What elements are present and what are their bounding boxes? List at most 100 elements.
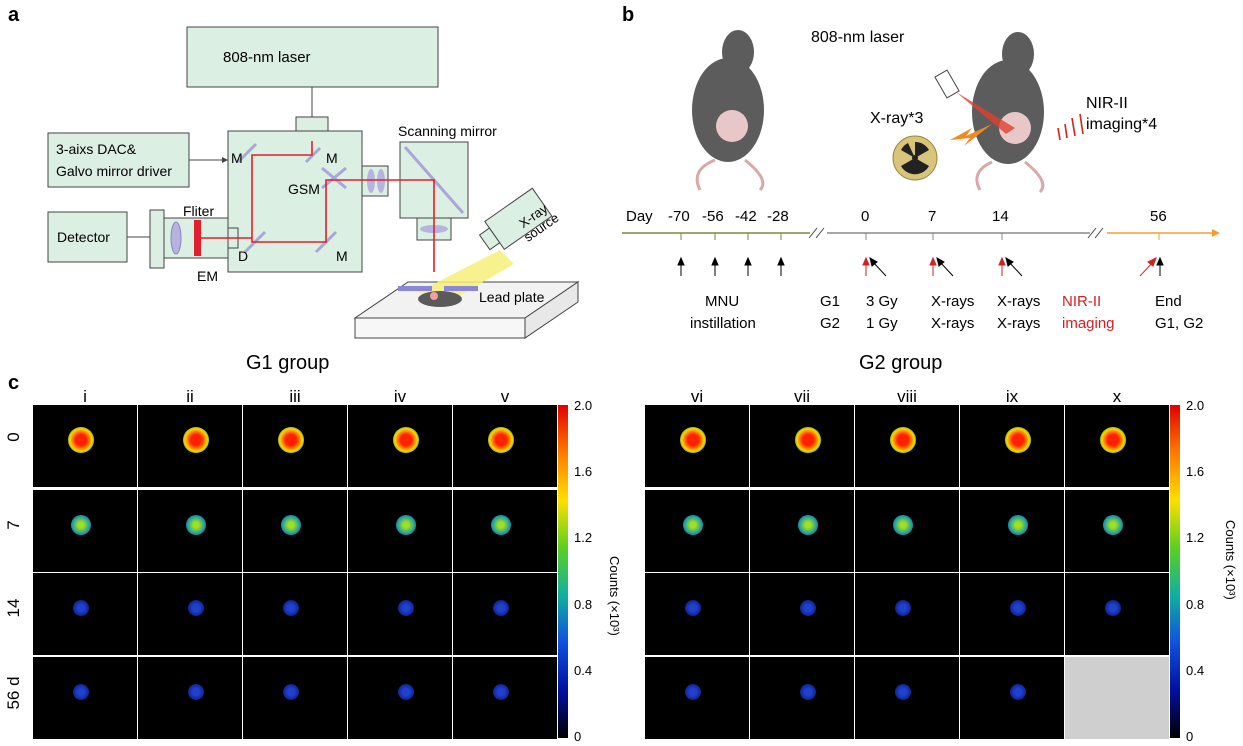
g2-image-r3-c2 [855, 657, 959, 739]
tick-label-m70: -70 [668, 208, 690, 225]
signal-spot [281, 515, 301, 535]
signal-spot [488, 427, 514, 453]
tick-label-56: 56 [1150, 208, 1167, 225]
mirror-label-3: M [336, 248, 348, 264]
g2-image-r0-c2 [855, 405, 959, 487]
signal-spot [795, 427, 821, 453]
tick-label-7: 7 [928, 208, 937, 225]
col-label-vi: vi [690, 387, 704, 406]
end-label-1: End [1155, 293, 1182, 310]
g1-cb-tick-4: 0.4 [574, 663, 593, 678]
g2-image-r3-c1 [750, 657, 854, 739]
signal-spot [68, 427, 94, 453]
signal-spot [890, 427, 916, 453]
tick-label-m28: -28 [767, 208, 789, 225]
signal-spot [493, 684, 509, 700]
g2-image-r2-c4 [1065, 573, 1169, 655]
g2-image-r0-c1 [750, 405, 854, 487]
g1-label: G1 [820, 293, 841, 310]
g1-image-r2-c2 [243, 573, 347, 655]
col-label-v: v [500, 387, 510, 406]
mouse-illustration-right [934, 32, 1045, 194]
col-label-x: x [1112, 387, 1122, 406]
row-label-14: 14 [4, 598, 23, 618]
end-label-2: G1, G2 [1155, 315, 1204, 332]
g2-image-r1-c4 [1065, 490, 1169, 572]
tick-label-14: 14 [992, 208, 1009, 225]
panel-a-diagram [47, 26, 580, 339]
g1-cb-tick-0: 2.0 [574, 398, 593, 413]
signal-spot [683, 515, 703, 535]
g1-image-r1-c0 [33, 490, 137, 572]
signal-spot [71, 515, 91, 535]
panel-b-letter: b [622, 4, 635, 26]
signal-spot [73, 684, 89, 700]
g2-cb-label: Counts (×10³) [1223, 520, 1238, 600]
g1-group-title: G1 group [246, 352, 330, 374]
signal-spot [1103, 515, 1123, 535]
g2-cb-tick-4: 0.4 [1186, 663, 1205, 678]
col-label-vii: vii [793, 387, 811, 406]
b-laser-label: 808-nm laser [811, 29, 905, 46]
g2-image-r2-c0 [645, 573, 749, 655]
signal-spot [188, 600, 204, 616]
radiation-icon [892, 135, 938, 181]
signal-spot [680, 427, 706, 453]
g2-image-r2-c3 [960, 573, 1064, 655]
nir-imaging-label-2: imaging [1062, 315, 1115, 332]
g1-cb-tick-5: 0 [574, 729, 582, 744]
signal-spot [186, 515, 206, 535]
g1-image-r3-c2 [243, 657, 347, 739]
scanning-mirror-label: Scanning mirror [398, 123, 497, 139]
mirror-label-2: M [326, 150, 338, 166]
g1-image-r0-c1 [138, 405, 242, 487]
signal-spot [283, 684, 299, 700]
g1-cb-tick-2: 1.2 [574, 530, 593, 545]
signal-spot [1010, 600, 1026, 616]
g2-group-title: G2 group [859, 352, 943, 374]
g1-image-r0-c3 [348, 405, 452, 487]
col-label-iii: iii [289, 387, 301, 406]
g1-image-r3-c1 [138, 657, 242, 739]
signal-spot [73, 600, 89, 616]
col-label-viii: viii [897, 387, 917, 406]
g2-image-r1-c0 [645, 490, 749, 572]
tick-label-0: 0 [861, 208, 870, 225]
g2-label: G2 [820, 315, 841, 332]
g1-image-r2-c4 [453, 573, 557, 655]
em-label: EM [197, 268, 218, 284]
signal-spot [278, 427, 304, 453]
signal-spot [396, 515, 416, 535]
g2-image-r1-c1 [750, 490, 854, 572]
signal-spot [188, 684, 204, 700]
panel-b-diagram [622, 30, 1220, 277]
g2-cb-tick-5: 0 [1186, 729, 1194, 744]
row-label-56d: 56 d [4, 676, 23, 710]
g2-image-r0-c0 [645, 405, 749, 487]
g1-cb-tick-1: 1.6 [574, 464, 593, 479]
signal-spot [1105, 600, 1121, 616]
signal-spot [493, 600, 509, 616]
nir-emission-lines [1057, 113, 1084, 141]
g2-image-r3-c4 [1065, 657, 1169, 739]
lead-plate-label: Lead plate [479, 289, 545, 305]
g2-image-r2-c2 [855, 573, 959, 655]
panel-c-letter: c [8, 372, 20, 394]
g1-image-r2-c1 [138, 573, 242, 655]
g2-image-r2-c1 [750, 573, 854, 655]
mnu-label-1: MNU [705, 293, 740, 310]
mirror-label-1: M [231, 150, 243, 166]
g1-image-r3-c4 [453, 657, 557, 739]
day14-g2: X-rays [997, 315, 1041, 332]
d-label: D [238, 248, 249, 264]
driver-label-1: 3-aixs DAC& [56, 141, 137, 157]
signal-spot [685, 684, 701, 700]
g1-image-r3-c0 [33, 657, 137, 739]
g2-image-r3-c0 [645, 657, 749, 739]
g1-image-r1-c3 [348, 490, 452, 572]
signal-spot [491, 515, 511, 535]
day0-g1-dose: 3 Gy [866, 293, 898, 310]
signal-spot [1010, 684, 1026, 700]
g1-image-r2-c0 [33, 573, 137, 655]
col-label-ii: ii [186, 387, 194, 406]
